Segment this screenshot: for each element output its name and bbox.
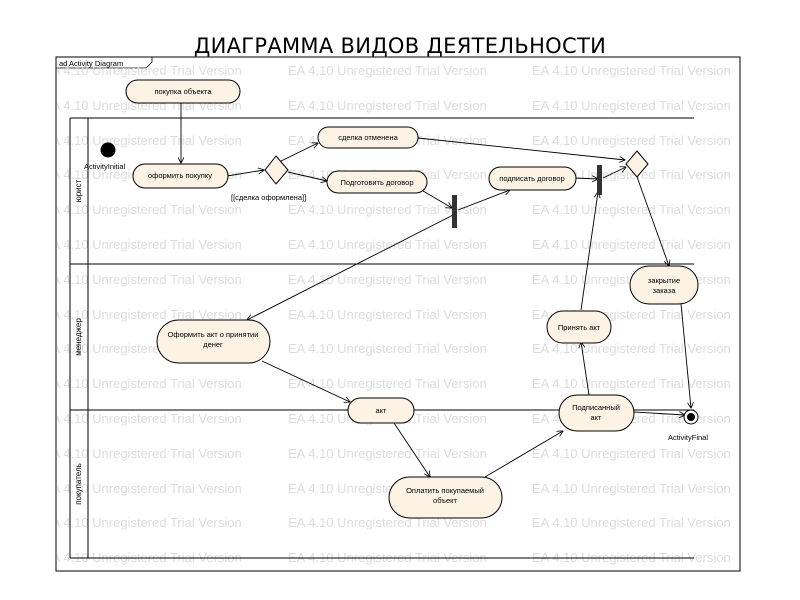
- flow-decision-to-prepare: [287, 171, 327, 181]
- flow-fork-to-money-act: [247, 213, 456, 320]
- lane-label-lawyer: юрист: [74, 179, 83, 202]
- activity-sign-contract[interactable]: подписать договор: [488, 166, 577, 191]
- activity-prepare-contract[interactable]: Подготовить договор: [326, 170, 428, 194]
- activity-act[interactable]: акт: [347, 397, 415, 424]
- watermark-text: EA 4.10 Unregistered Trial Version: [43, 272, 242, 287]
- watermark-text: EA 4.10 Unregistered Trial Version: [43, 307, 242, 322]
- watermark-text: EA 4.10 Unregistered Trial Version: [43, 202, 242, 217]
- activity-label-line2: объект: [433, 496, 457, 505]
- lane-label-buyer: покупатель: [74, 463, 83, 505]
- watermark-text: EA 4.10 Unregistered Trial Version: [532, 202, 731, 217]
- flow-fork-to-sign: [457, 190, 510, 211]
- watermark-text: EA 4.10 Unregistered Trial Version: [288, 376, 487, 391]
- flow-close-to-final: [680, 303, 691, 408]
- flow-accept-to-join: [580, 192, 598, 311]
- control-flows: [181, 103, 691, 477]
- activity-deal-cancelled[interactable]: сделка отменена: [317, 126, 419, 149]
- initial-node: ActivityInitial: [84, 142, 126, 171]
- watermark-text: EA 4.10 Unregistered Trial Version: [43, 237, 242, 252]
- watermark-text: EA 4.10 Unregistered Trial Version: [288, 202, 487, 217]
- watermark-text: EA 4.10 Unregistered Trial Version: [288, 237, 487, 252]
- flow-signed-to-accept: [581, 342, 590, 396]
- guard-label: [[сделка оформлена]]: [231, 193, 306, 202]
- watermark-text: EA 4.10 Unregistered Trial Version: [532, 133, 731, 148]
- watermark-text: EA 4.10 Unregistered Trial Version: [532, 376, 731, 391]
- watermark-text: EA 4.10 Unregistered Trial Version: [43, 446, 242, 461]
- merge-node: [625, 150, 649, 178]
- activity-label-line1: Подписанный: [572, 403, 620, 412]
- watermark-text: EA 4.10 Unregistered Trial Version: [288, 63, 487, 78]
- watermark-text: EA 4.10 Unregistered Trial Version: [43, 411, 242, 426]
- activity-label-line1: Оплатить покупаемый: [406, 486, 484, 495]
- watermark-text: EA 4.10 Unregistered Trial Version: [532, 237, 731, 252]
- activity-accept-act[interactable]: Принять акт: [546, 310, 612, 344]
- activity-label-line1: Оформить акт о принятии: [168, 330, 259, 339]
- watermark-text: EA 4.10 Unregistered Trial Version: [532, 515, 731, 530]
- activity-label: покупка объекта: [154, 87, 212, 96]
- flow-join-to-merge: [602, 167, 626, 179]
- activity-label-line2: денег: [203, 340, 223, 349]
- activity-close-order[interactable]: закрытие заказа: [629, 265, 699, 305]
- watermark-text: EA 4.10 Unregistered Trial Version: [532, 481, 731, 496]
- decision-node: [264, 155, 289, 185]
- activity-place-purchase[interactable]: оформить покупку: [132, 163, 229, 189]
- flow-decision-to-cancelled: [278, 143, 318, 163]
- watermark-text: EA 4.10 Unregistered Trial Version: [288, 98, 487, 113]
- activity-label: сделка отменена: [338, 133, 398, 142]
- activity-label-line1: закрытие: [648, 276, 680, 285]
- watermark-text: EA 4.10 Unregistered Trial Version: [532, 63, 731, 78]
- flow-money-act-to-act: [261, 360, 350, 402]
- flow-signed-to-final: [633, 412, 685, 415]
- watermark-text: EA 4.10 Unregistered Trial Version: [43, 133, 242, 148]
- activity-label-line2: акт: [591, 413, 603, 422]
- flow-prepare-to-fork: [417, 187, 452, 208]
- watermark-text: EA 4.10 Unregistered Trial Version: [43, 63, 242, 78]
- watermark-text: EA 4.10 Unregistered Trial Version: [43, 515, 242, 530]
- watermark-text: EA 4.10 Unregistered Trial Version: [43, 481, 242, 496]
- final-node: ActivityFinal: [668, 409, 708, 442]
- flow-merge-to-close: [635, 173, 669, 266]
- swimlanes: юрист менеджер покупатель: [69, 117, 694, 559]
- flow-sign-to-join: [574, 178, 598, 179]
- join-bar: [597, 165, 602, 195]
- flow-place-to-decision: [226, 170, 264, 177]
- activity-label: Подготовить договор: [340, 178, 413, 187]
- activity-label: подписать договор: [499, 174, 564, 183]
- watermark-text: EA 4.10 Unregistered Trial Version: [288, 515, 487, 530]
- activity-money-receipt-act[interactable]: Оформить акт о принятии денег: [156, 319, 271, 364]
- activity-purchase-object[interactable]: покупка объекта: [125, 79, 241, 104]
- initial-node-label: ActivityInitial: [84, 162, 126, 171]
- slide-title: ДИАГРАММА ВИДОВ ДЕЯТЕЛЬНОСТИ: [193, 34, 607, 58]
- activity-label-line2: заказа: [653, 286, 677, 295]
- frame-label: ad Activity Diagram: [59, 59, 123, 68]
- watermark-text: EA 4.10 Unregistered Trial Version: [43, 376, 242, 391]
- frame-label-tab: [56, 57, 153, 69]
- activity-label: оформить покупку: [148, 171, 212, 180]
- watermark-text: EA 4.10 Unregistered Trial Version: [288, 307, 487, 322]
- watermark-text: EA 4.10 Unregistered Trial Version: [288, 272, 487, 287]
- diagram-frame: [55, 56, 741, 572]
- activity-label: Принять акт: [558, 323, 601, 332]
- watermark-text: EA 4.10 Unregistered Trial Version: [532, 446, 731, 461]
- final-node-label: ActivityFinal: [668, 433, 708, 442]
- activity-label: акт: [376, 406, 388, 415]
- flow-act-to-pay: [391, 419, 430, 477]
- flow-pay-to-signed: [484, 431, 563, 478]
- lane-label-manager: менеджер: [74, 318, 83, 356]
- fork-bar: [452, 195, 457, 228]
- watermark-text: EA 4.10 Unregistered Trial Version: [288, 341, 487, 356]
- watermark-text: EA 4.10 Unregistered Trial Version: [532, 98, 731, 113]
- watermark-text: EA 4.10 Unregistered Trial Version: [288, 446, 487, 461]
- activity-pay-object[interactable]: Оплатить покупаемый объект: [388, 476, 503, 519]
- activity-signed-act[interactable]: Подписанный акт: [558, 394, 635, 432]
- flow-cancelled-to-merge: [417, 137, 625, 160]
